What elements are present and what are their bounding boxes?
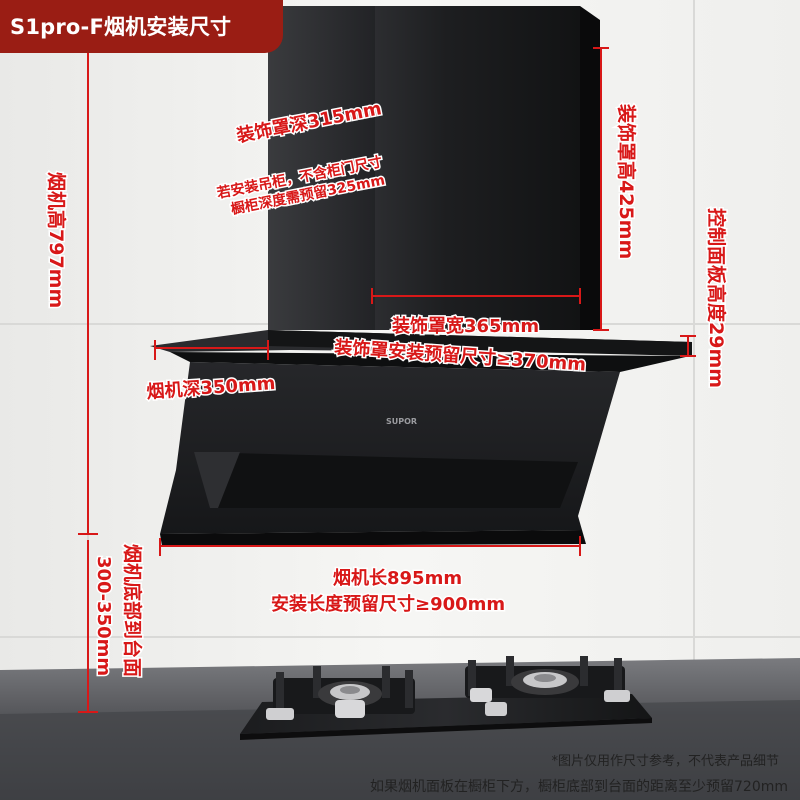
knob-right xyxy=(604,690,630,702)
hood-body xyxy=(160,362,620,546)
burner-right xyxy=(465,656,625,702)
label-bottom-to-counter: 烟机底部到台面 xyxy=(121,544,144,677)
dimension-lines xyxy=(78,45,696,713)
label-bottom-to-counter-value: 300-350mm xyxy=(93,556,114,676)
label-length-reserve: 安装长度预留尺寸≥900mm xyxy=(271,593,505,615)
burner-left xyxy=(273,666,415,718)
page-title: S1pro-F烟机安装尺寸 xyxy=(10,15,232,39)
footer-note-1: *图片仅用作尺寸参考，不代表产品细节 xyxy=(551,754,779,769)
knob-left xyxy=(266,708,294,720)
chimney-cover xyxy=(268,6,600,330)
label-control-panel-height: 控制面板高度29mm xyxy=(705,208,728,388)
title-banner: S1pro-F烟机安装尺寸 xyxy=(0,0,283,53)
label-hood-height: 烟机高797mm xyxy=(45,172,68,308)
gas-cooktop xyxy=(240,656,652,740)
label-cover-height: 装饰罩高425mm xyxy=(615,103,638,259)
hood-canopy xyxy=(150,330,692,372)
brand-logo: SUPOR xyxy=(386,417,417,426)
footer-note-2: 如果烟机面板在橱柜下方，橱柜底部到台面的距离至少预留720mm xyxy=(370,779,788,795)
label-cover-width: 装饰罩宽365mm xyxy=(392,315,539,337)
knob-mid xyxy=(485,702,507,716)
label-hood-length: 烟机长895mm xyxy=(333,567,462,589)
